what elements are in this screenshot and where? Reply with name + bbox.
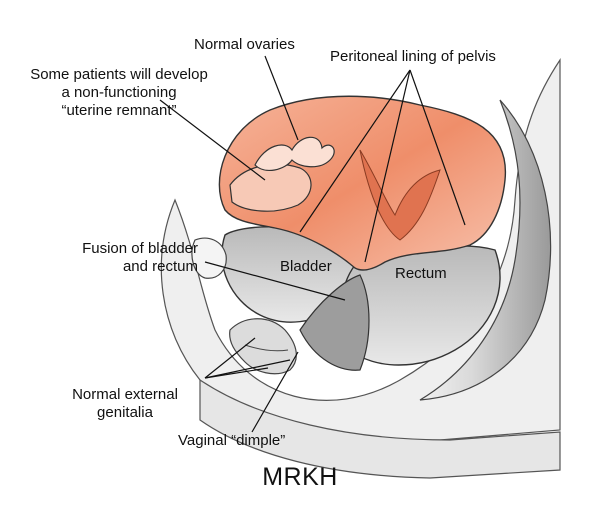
label-fusion-line1: Fusion of bladder <box>82 240 198 257</box>
label-fusion-line2: and rectum <box>122 258 198 275</box>
pubic-bone <box>191 237 227 279</box>
label-fusion: Fusion of bladder and rectum <box>30 240 198 276</box>
label-uterine-remnant-line1: Some patients will develop <box>30 66 208 83</box>
fusion-region <box>299 274 370 371</box>
label-genitalia-line2: genitalia <box>97 404 153 421</box>
label-normal-ovaries: Normal ovaries <box>194 36 295 53</box>
thigh <box>199 378 561 479</box>
figure-title: MRKH <box>262 463 338 491</box>
label-uterine-remnant: Some patients will develop a non-functio… <box>14 66 224 120</box>
labia-line <box>244 344 289 352</box>
peritoneal-fold <box>359 149 441 241</box>
label-rectum: Rectum <box>395 265 447 282</box>
ovary-tube <box>254 136 335 172</box>
genitalia-detail <box>229 318 297 375</box>
label-genitalia-line1: Normal external <box>72 386 178 403</box>
label-external-genitalia: Normal external genitalia <box>50 386 200 422</box>
label-vaginal-dimple: Vaginal “dimple” <box>178 432 286 449</box>
sacrum <box>419 99 552 401</box>
label-peritoneal-lining: Peritoneal lining of pelvis <box>330 48 496 65</box>
peritoneal-lining <box>218 95 507 271</box>
label-uterine-remnant-line2: a non-functioning <box>61 84 177 101</box>
label-bladder: Bladder <box>280 258 332 275</box>
label-uterine-remnant-line3: “uterine remnant” <box>61 102 177 119</box>
leader-lines <box>159 55 466 433</box>
